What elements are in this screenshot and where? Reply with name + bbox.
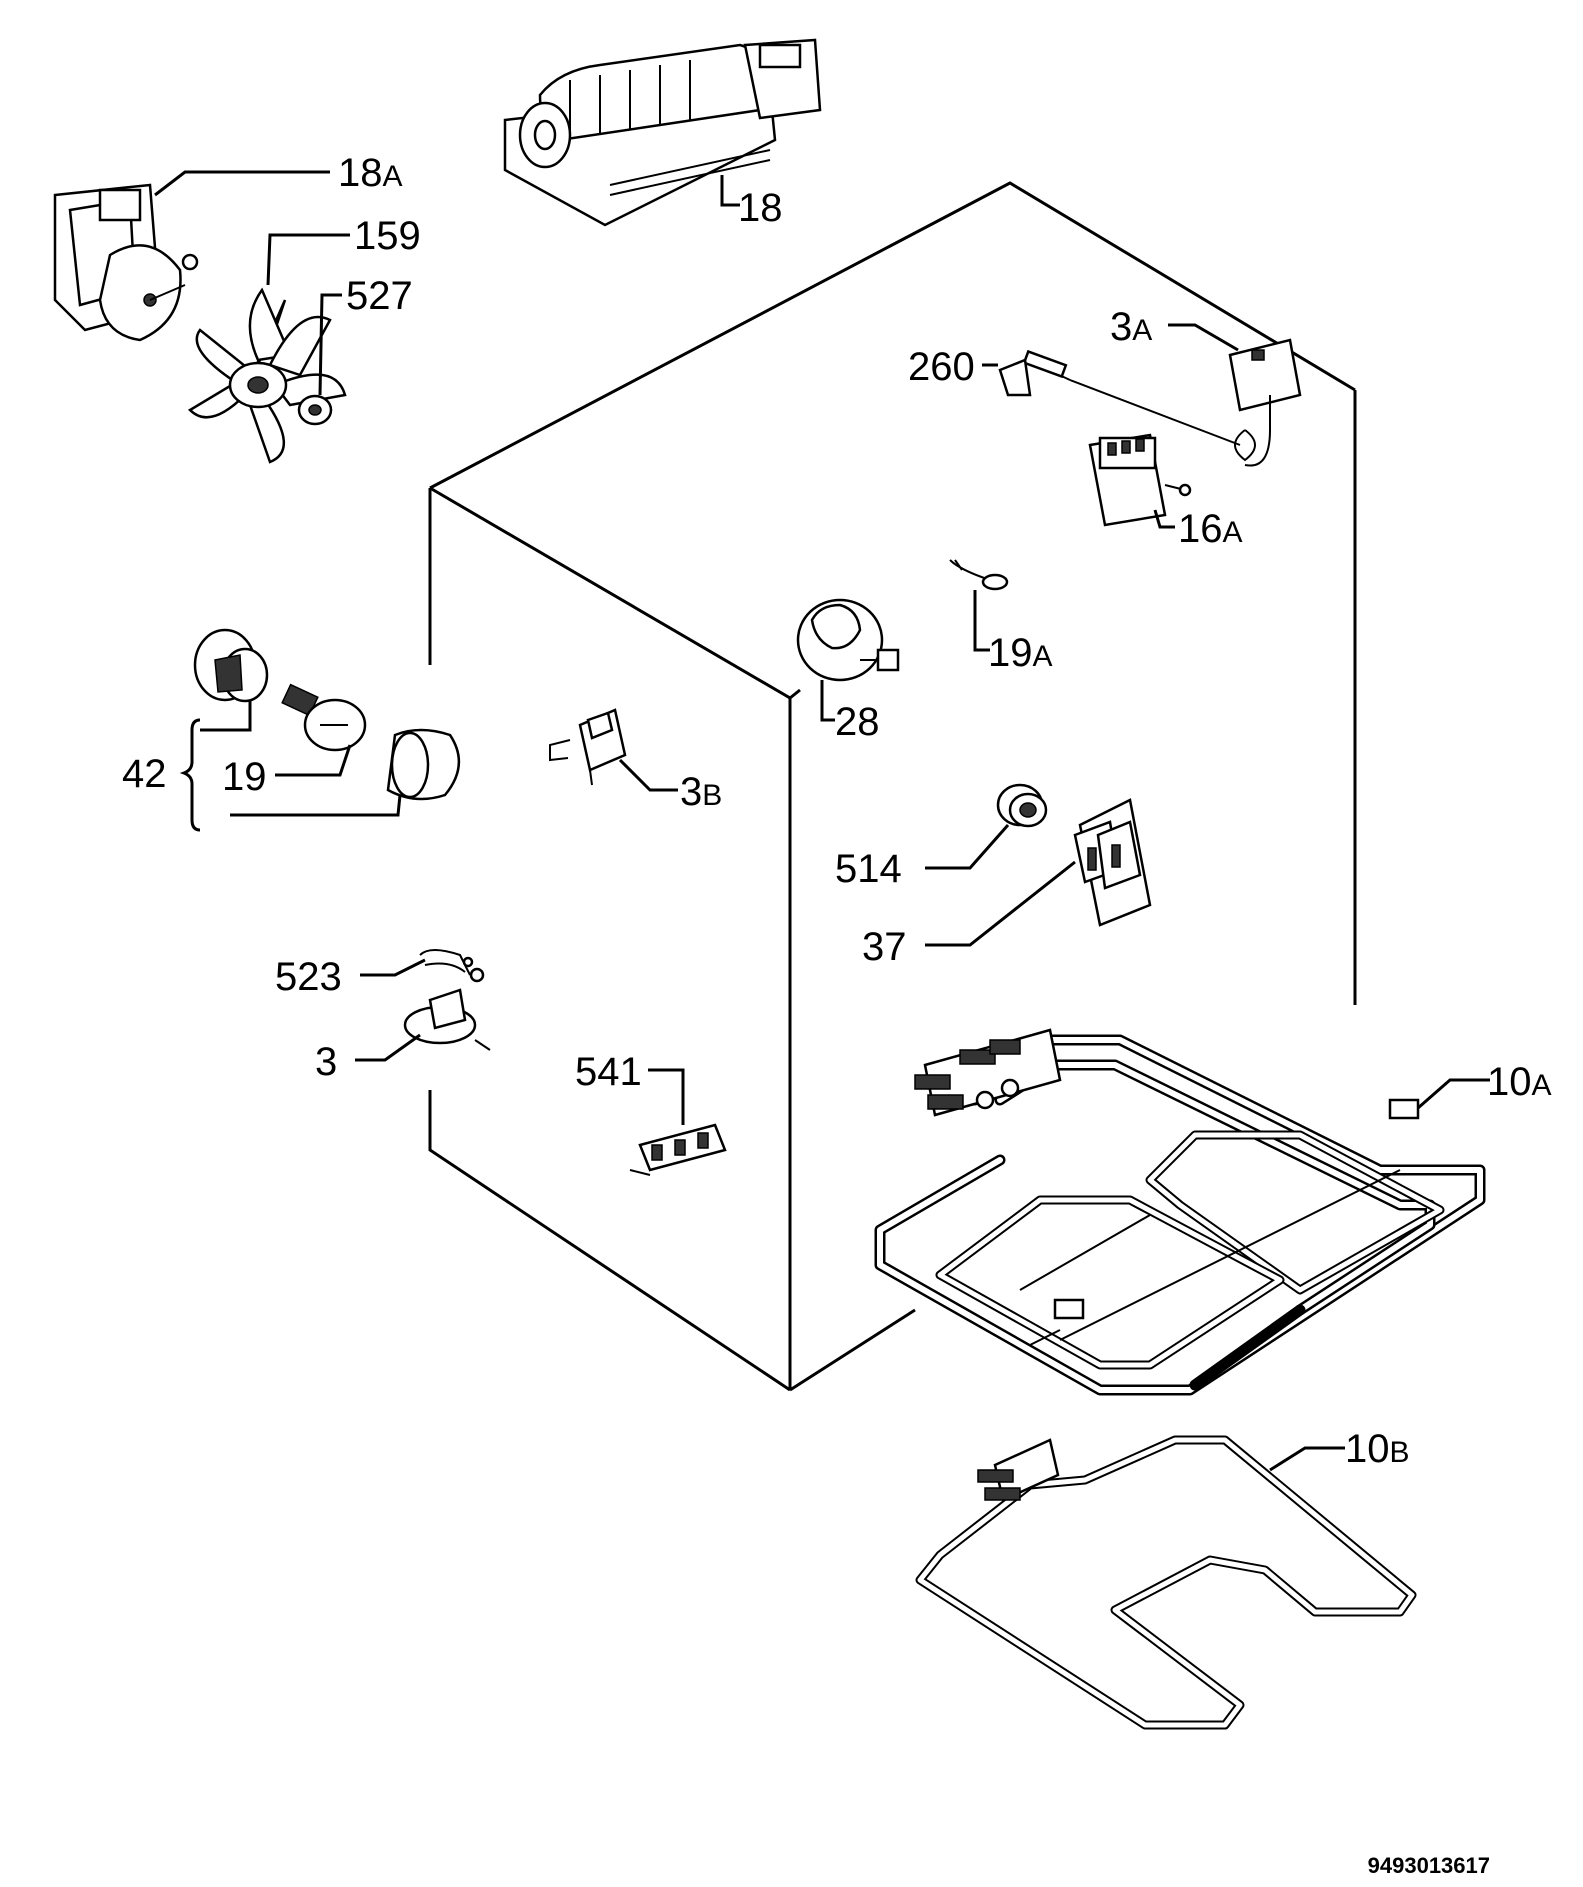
leader-523 <box>360 958 426 977</box>
leader-18 <box>720 175 740 207</box>
leader-42a <box>200 700 252 732</box>
leader-19a <box>973 590 990 652</box>
label-541: 541 <box>575 1050 642 1094</box>
label-10a: 10A <box>1487 1060 1552 1104</box>
glass-cover-part <box>386 728 461 801</box>
grommet-part <box>996 783 1048 828</box>
fan-motor-part <box>53 183 199 342</box>
label-18: 18 <box>738 186 783 230</box>
leader-28 <box>820 680 835 722</box>
label-42: 42 <box>122 752 167 796</box>
label-159: 159 <box>354 214 421 258</box>
fan-blade-part <box>187 287 347 464</box>
leader-527 <box>318 293 342 396</box>
label-16a: 16A <box>1178 507 1243 551</box>
capillary-probe-part <box>998 349 1068 397</box>
leader-19 <box>275 744 352 777</box>
bottom-element-part <box>915 1435 1417 1730</box>
leader-514 <box>925 824 1010 870</box>
selector-switch-part <box>1088 433 1192 527</box>
nut-part <box>297 394 333 426</box>
leader-3a <box>1168 323 1239 352</box>
brace-42 <box>179 718 201 832</box>
bulb-part <box>281 683 367 752</box>
leader-42b <box>230 794 402 817</box>
label-37: 37 <box>862 925 907 969</box>
leader-3 <box>355 1033 421 1062</box>
thermostat-part <box>1039 338 1302 467</box>
terminal-block-part <box>1073 798 1152 927</box>
connector-strip-part <box>629 1123 727 1176</box>
leader-37 <box>925 860 1076 947</box>
label-19a: 19A <box>988 631 1053 675</box>
lamp-holder-part <box>193 628 269 703</box>
light-sensor-part <box>949 559 1009 591</box>
leader-10a <box>1417 1078 1490 1110</box>
label-3b: 3B <box>680 770 722 814</box>
leader-159 <box>266 233 350 286</box>
oven-cavity-outline <box>428 181 1357 1392</box>
drawing-reference: 9493013617 <box>1368 1853 1490 1878</box>
label-260: 260 <box>908 345 975 389</box>
label-3: 3 <box>315 1040 337 1084</box>
label-527: 527 <box>346 274 413 318</box>
timer-part <box>796 598 900 682</box>
safety-thermostat-part <box>549 708 627 786</box>
leader-16a <box>1153 509 1175 529</box>
grill-element-part <box>874 1028 1486 1396</box>
thermostat-cutout-part <box>403 988 491 1051</box>
leader-10b <box>1269 1446 1345 1472</box>
leader-3b <box>618 758 678 792</box>
label-514: 514 <box>835 847 902 891</box>
label-28: 28 <box>835 700 880 744</box>
leader-18a <box>154 170 330 197</box>
label-523: 523 <box>275 955 342 999</box>
leader-541 <box>648 1068 685 1125</box>
label-3a: 3A <box>1110 305 1152 349</box>
label-10b: 10B <box>1345 1427 1410 1471</box>
label-18a: 18A <box>338 151 403 195</box>
bracket-part <box>419 949 485 983</box>
tangential-fan-part <box>503 38 822 227</box>
label-19: 19 <box>222 755 267 799</box>
